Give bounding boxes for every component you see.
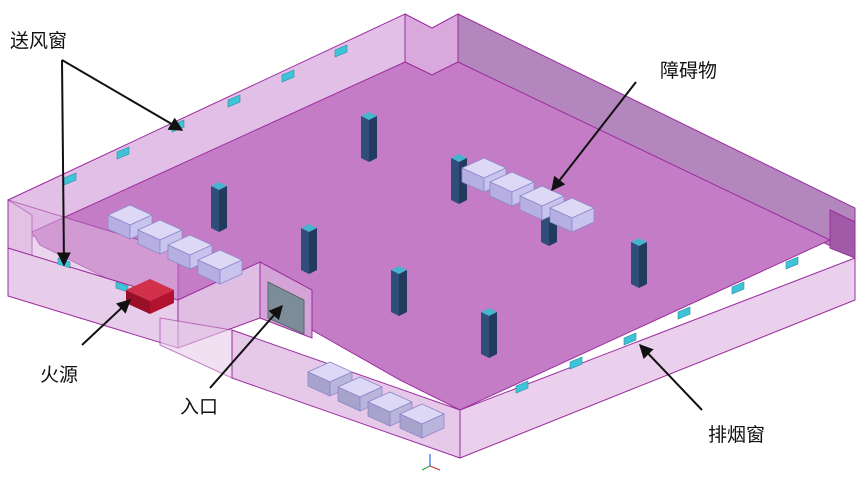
label-obstacle: 障碍物 xyxy=(660,60,718,82)
right-end-wall xyxy=(829,209,856,259)
label-smoke-vent: 排烟窗 xyxy=(708,424,766,446)
smoke-vents xyxy=(515,256,799,394)
axis-indicator xyxy=(421,454,441,471)
callout-arrows xyxy=(56,59,703,411)
front-wall-right xyxy=(459,257,856,459)
label-supply-vent: 送风窗 xyxy=(10,30,68,52)
label-entrance: 入口 xyxy=(180,396,219,418)
label-fire-source: 火源 xyxy=(40,364,79,386)
column xyxy=(301,224,317,274)
column xyxy=(631,238,647,288)
fire-source-block xyxy=(126,279,174,314)
column xyxy=(361,112,377,162)
obstacle-blocks xyxy=(107,157,595,439)
column xyxy=(391,266,407,316)
entrance-portal-opening xyxy=(267,281,305,335)
column xyxy=(211,182,227,232)
column xyxy=(481,308,497,358)
